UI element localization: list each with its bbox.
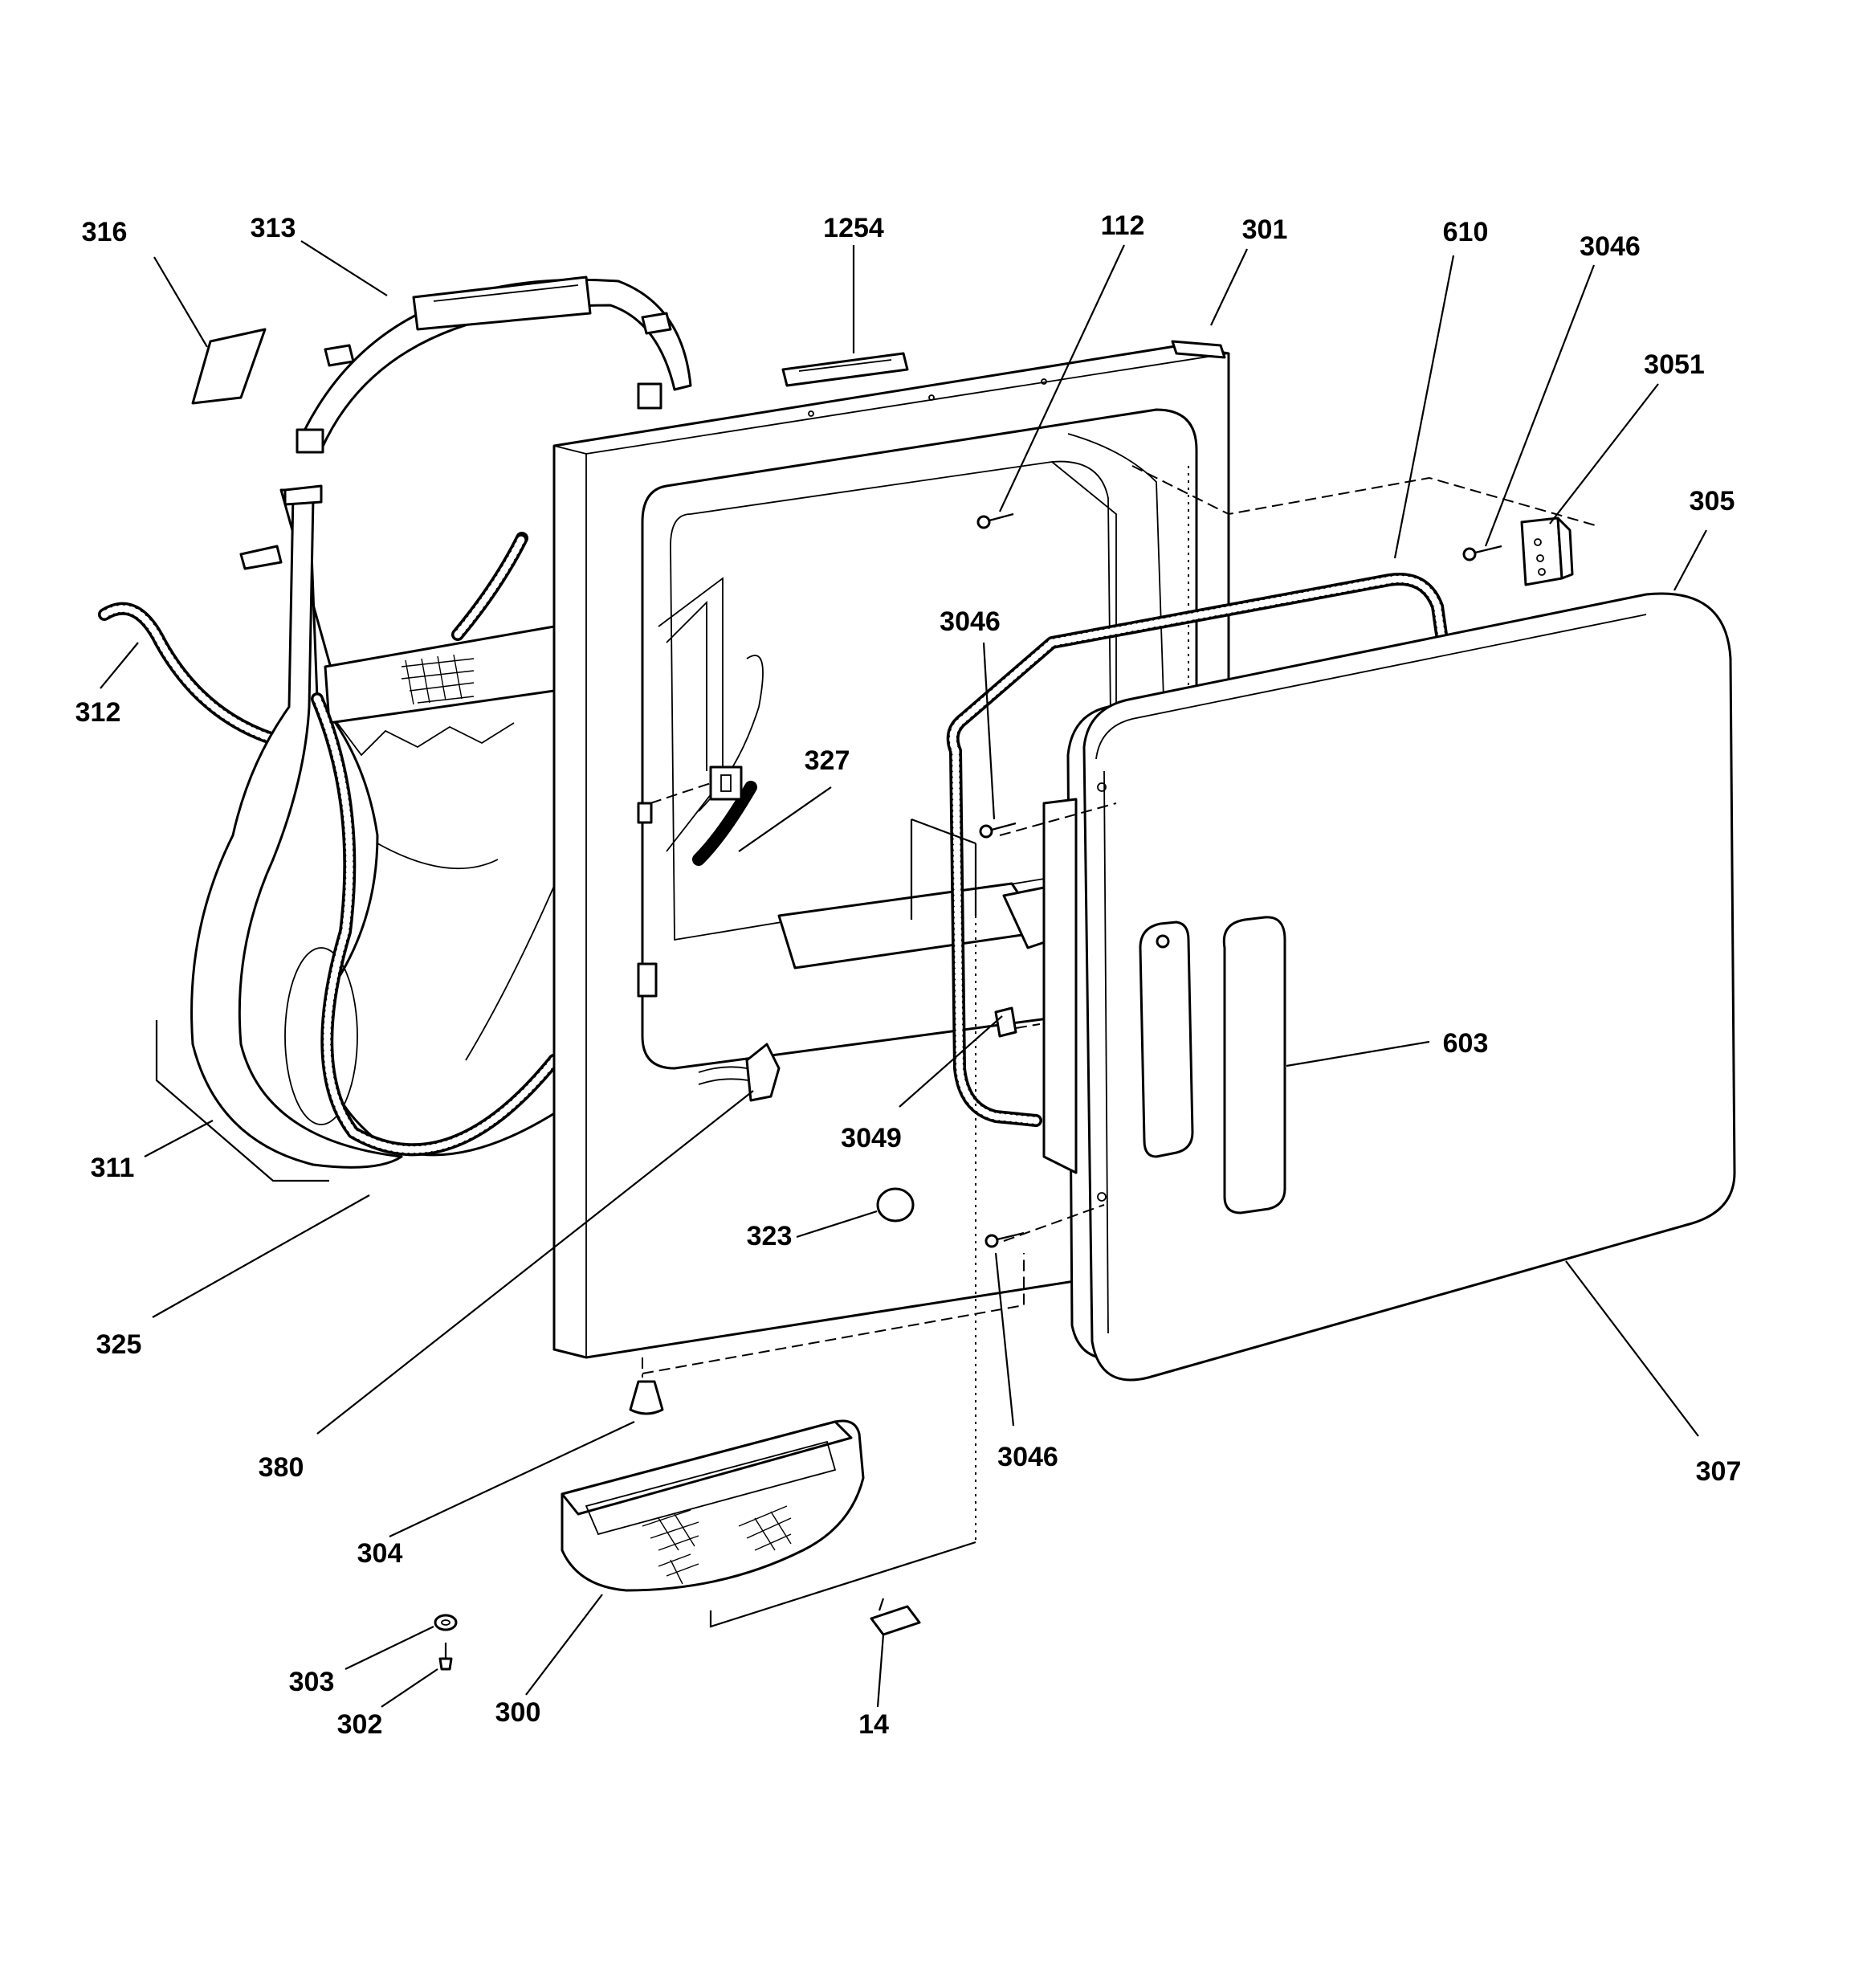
part-313-top-bracket xyxy=(296,276,692,454)
part-305-door-outer xyxy=(1082,592,1736,1382)
callout-112: 112 xyxy=(1101,210,1145,241)
callout-3046-mid: 3046 xyxy=(940,606,1001,637)
callout-313: 313 xyxy=(251,213,296,243)
callout-labels: 316 313 1254 112 301 610 3046 3051 305 3… xyxy=(75,210,1742,1740)
callout-3046-top: 3046 xyxy=(1580,231,1641,262)
callout-302: 302 xyxy=(337,1709,383,1740)
part-325-front-duct xyxy=(279,488,564,1157)
part-3051-hinge-block xyxy=(1520,516,1574,586)
part-14-clip xyxy=(870,1598,921,1636)
callout-327: 327 xyxy=(805,745,850,776)
part-311-duct-seal xyxy=(190,484,403,1169)
callout-300: 300 xyxy=(495,1697,541,1728)
callout-303: 303 xyxy=(289,1667,335,1697)
callout-380: 380 xyxy=(259,1452,304,1483)
callout-610: 610 xyxy=(1443,217,1489,247)
part-323-button xyxy=(876,1187,915,1223)
part-302-screw xyxy=(438,1643,453,1671)
callout-3049: 3049 xyxy=(841,1123,902,1153)
part-300-lint-filter xyxy=(561,1419,865,1592)
callout-301: 301 xyxy=(1242,214,1288,245)
callout-323: 323 xyxy=(747,1221,793,1251)
part-316-felt-strip xyxy=(191,328,267,405)
callout-3051: 3051 xyxy=(1644,349,1705,380)
part-3046-screws xyxy=(979,545,1502,1248)
callout-304: 304 xyxy=(357,1538,403,1569)
callout-14: 14 xyxy=(858,1709,889,1740)
part-3049-hinge-clip xyxy=(994,1006,1017,1038)
callout-1254: 1254 xyxy=(823,213,884,243)
callout-305: 305 xyxy=(1690,486,1735,516)
callout-311: 311 xyxy=(91,1153,135,1183)
assembly-lines xyxy=(155,465,1599,1628)
part-303-washer xyxy=(434,1614,458,1631)
callout-307: 307 xyxy=(1696,1456,1742,1487)
part-312-gasket-strip xyxy=(98,532,528,745)
part-327-switch xyxy=(650,765,743,804)
part-610-door-gasket xyxy=(946,573,1448,1127)
callout-312: 312 xyxy=(75,697,121,728)
callout-316: 316 xyxy=(82,217,128,247)
part-112-screw xyxy=(976,512,1014,529)
part-304-bumper xyxy=(629,1380,664,1415)
callout-603: 603 xyxy=(1443,1028,1489,1059)
leader-lines xyxy=(100,240,1707,1708)
callout-3046-bot: 3046 xyxy=(997,1442,1058,1472)
part-1254-nameplate xyxy=(781,352,909,387)
callout-325: 325 xyxy=(96,1329,142,1360)
